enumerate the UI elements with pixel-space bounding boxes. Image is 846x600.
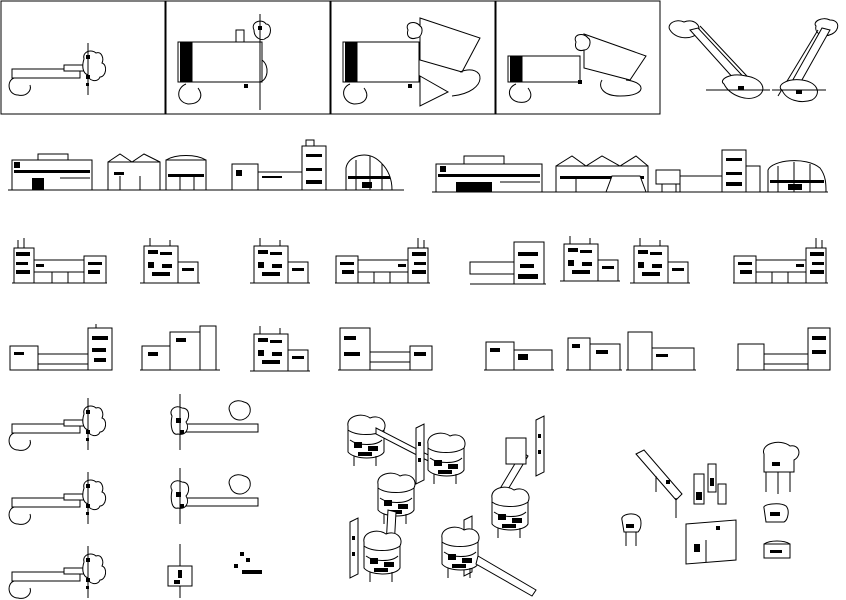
elevation-row-2 [10, 324, 830, 372]
rotated-plans [669, 19, 838, 102]
elevation-strip-left [8, 140, 404, 190]
frame-1 [1, 1, 165, 114]
frame-4 [496, 1, 660, 114]
plan-series [8, 393, 262, 599]
axonometric-views [347, 414, 545, 596]
elevation-row-1 [11, 235, 829, 284]
frame-2 [166, 1, 330, 114]
exploded-components [622, 442, 799, 564]
frame-3 [331, 1, 495, 114]
elevation-strip-right [432, 150, 828, 192]
